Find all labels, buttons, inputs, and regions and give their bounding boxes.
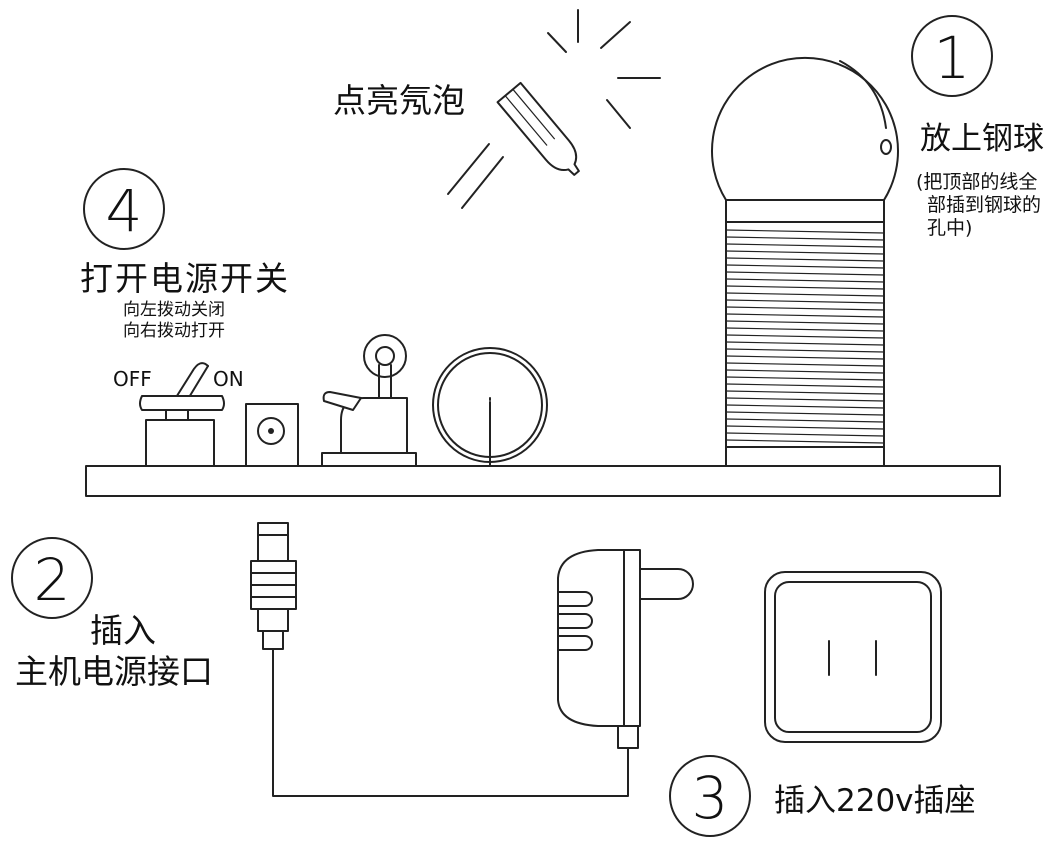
switch-off-label: OFF	[113, 367, 152, 391]
dc-plug-icon	[250, 522, 629, 797]
coil-winding	[725, 397, 885, 402]
coil-winding	[725, 418, 885, 423]
coil-winding	[725, 341, 885, 346]
coil-icon	[725, 199, 885, 467]
svg-text:2: 2	[34, 546, 71, 614]
capacitor-disc-icon	[432, 347, 548, 467]
coil-winding	[725, 383, 885, 388]
coil-winding	[725, 257, 885, 262]
coil-winding	[725, 320, 885, 325]
coil-winding	[725, 285, 885, 290]
step-1-badge: 1	[911, 15, 993, 97]
step-1-note-line: 部插到钢球的	[927, 194, 1042, 217]
coil-winding	[725, 348, 885, 353]
power-jack-icon	[245, 403, 299, 467]
step-4-hint-line: 向左拨动关闭	[123, 300, 225, 320]
coil-winding	[725, 313, 885, 318]
step-2-badge: 2	[11, 537, 93, 619]
coil-winding	[725, 264, 885, 269]
bulb-label: 点亮氖泡	[333, 81, 465, 120]
switch-on-label: ON	[213, 367, 244, 391]
coil-winding	[725, 404, 885, 409]
base-board	[85, 465, 1001, 497]
coil-winding	[725, 355, 885, 360]
coil-winding	[725, 439, 885, 444]
toggle-switch-icon	[139, 362, 225, 467]
step-3-title: 插入220v插座	[774, 783, 976, 819]
step-4-badge: 4	[83, 168, 165, 250]
coil-winding	[725, 299, 885, 304]
step-2-title-line-2: 主机电源接口	[15, 652, 213, 691]
coil-winding	[725, 327, 885, 332]
step-1-note-line: 孔中)	[927, 217, 973, 240]
steel-ball-icon	[711, 56, 899, 201]
step-4-title: 打开电源开关	[80, 259, 290, 298]
coil-winding	[725, 229, 885, 234]
coil-winding	[725, 334, 885, 339]
coil-winding	[725, 376, 885, 381]
coil-winding	[725, 271, 885, 276]
coil-winding	[725, 278, 885, 283]
step-3-badge: 3	[669, 755, 751, 837]
coil-winding	[725, 411, 885, 416]
coil-winding	[725, 236, 885, 241]
step-1-note-line: (把顶部的线全	[916, 171, 1038, 193]
coil-winding	[725, 369, 885, 374]
step-4-hint-line: 向右拨动打开	[123, 320, 225, 341]
coil-winding	[725, 425, 885, 430]
power-adapter-icon	[557, 549, 694, 749]
coil-winding	[725, 243, 885, 248]
step-4-hint: 向左拨动关闭 向右拨动打开	[123, 300, 225, 341]
spark-gap-icon	[321, 334, 417, 467]
step-1-title: 放上钢球	[920, 121, 1044, 157]
svg-text:4: 4	[106, 177, 143, 245]
step-2-title-line-1: 插入	[90, 611, 156, 650]
coil-winding	[725, 390, 885, 395]
neon-bulb-icon	[447, 9, 661, 209]
coil-winding	[725, 432, 885, 437]
step-1-note: (把顶部的线全 部插到钢球的 孔中)	[916, 171, 1041, 241]
coil-winding	[725, 362, 885, 367]
svg-text:1: 1	[934, 24, 971, 92]
svg-text:3: 3	[692, 764, 729, 832]
coil-winding	[725, 292, 885, 297]
wall-socket-icon	[764, 571, 942, 743]
coil-winding	[725, 250, 885, 255]
coil-winding	[725, 306, 885, 311]
